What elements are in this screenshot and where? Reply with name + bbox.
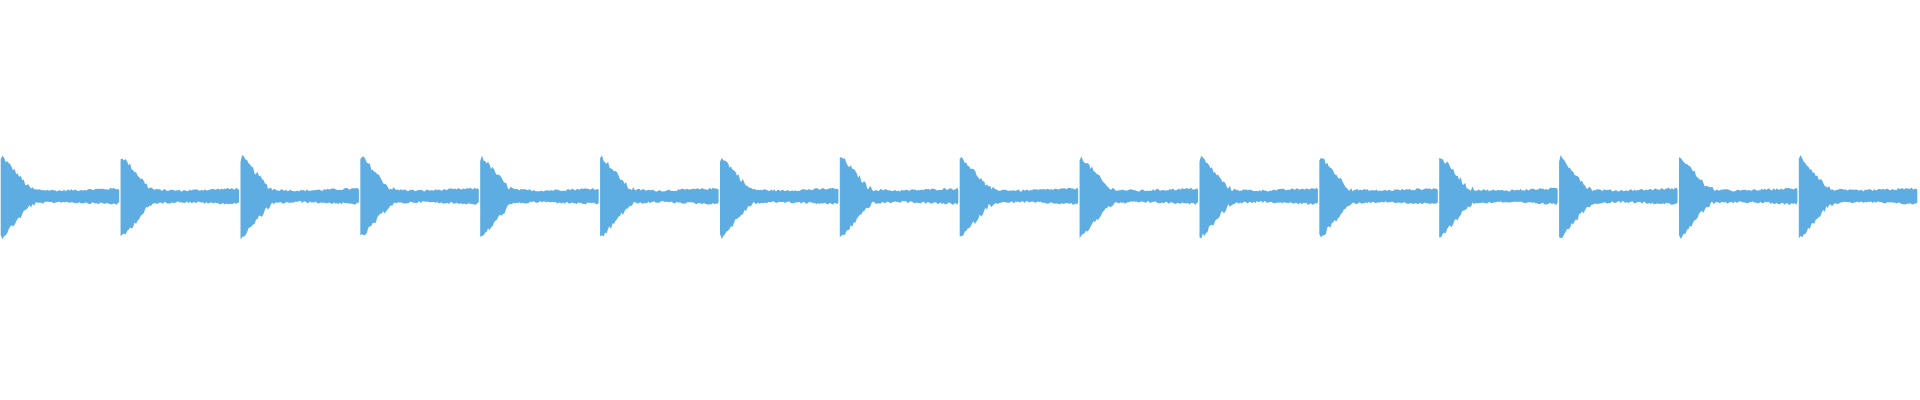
waveform-pulse-4	[360, 156, 479, 236]
waveform-pulse-9	[959, 156, 1079, 237]
waveform-pulse-3	[240, 154, 359, 240]
waveform-pulse-10	[1079, 156, 1199, 239]
waveform-pulse-2	[120, 158, 240, 237]
waveform-pulse-5	[480, 155, 599, 237]
waveform-pulse-16	[1798, 154, 1918, 239]
waveform-pulse-12	[1319, 157, 1438, 238]
waveform-pulse-8	[839, 157, 959, 238]
waveform-pulse-7	[720, 157, 839, 240]
waveform-pulse-14	[1559, 154, 1678, 239]
waveform-pulse-13	[1439, 157, 1558, 238]
waveform-pulse-6	[600, 155, 719, 237]
waveform-pulse-11	[1199, 155, 1318, 239]
waveform-pulse-15	[1679, 157, 1798, 239]
waveform-pulse-1	[0, 155, 120, 240]
